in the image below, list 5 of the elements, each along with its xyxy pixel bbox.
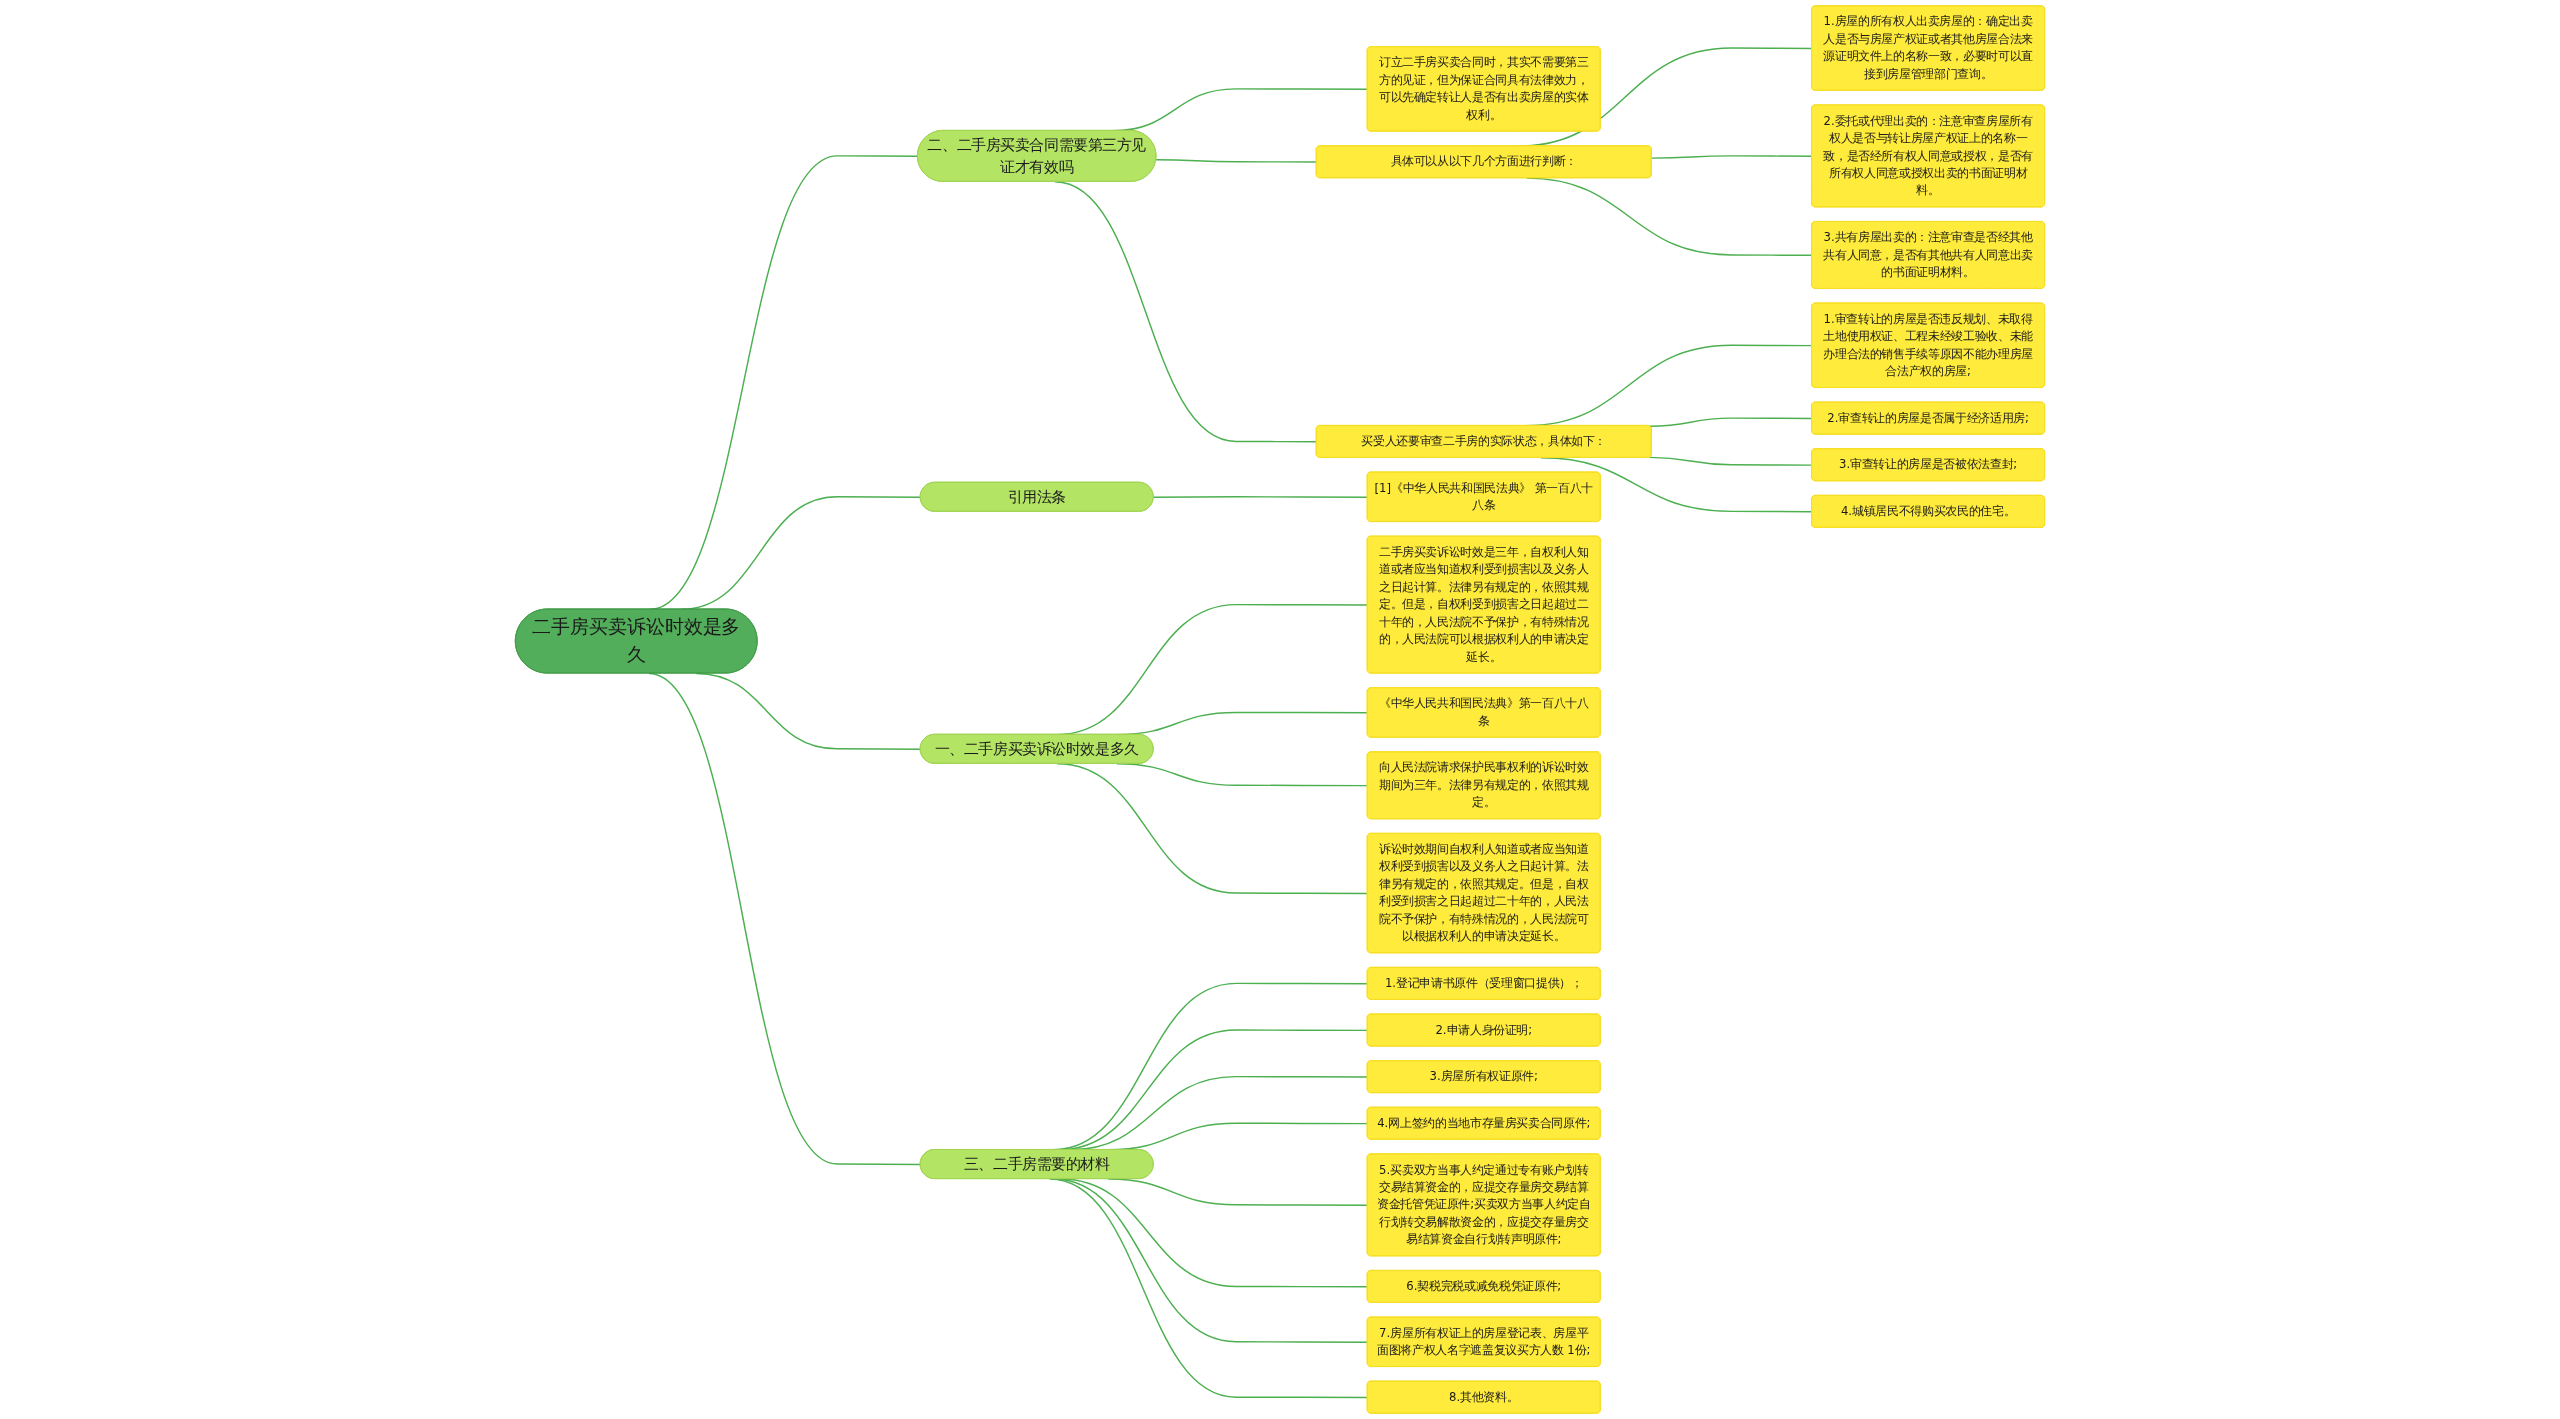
connector (1649, 456, 1813, 466)
connector (1155, 159, 1318, 163)
connector (1152, 496, 1369, 498)
connector (1649, 417, 1813, 427)
connector (1650, 155, 1813, 159)
